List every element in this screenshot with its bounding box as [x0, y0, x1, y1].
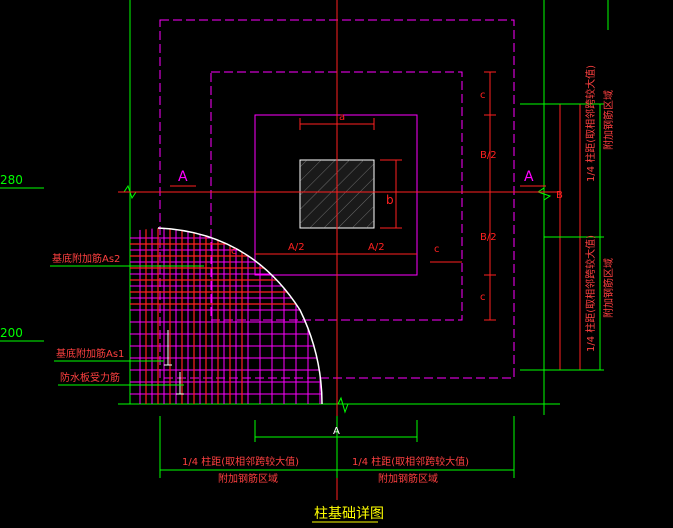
callout-as1: 基底附加筋As1: [56, 347, 124, 360]
elevation-label-lower: 200: [0, 326, 23, 340]
dim-label-half-b-bottom: B/2: [480, 232, 497, 243]
rebar-leader-marks: [164, 330, 184, 395]
dim-label-big-a: A: [333, 426, 340, 437]
drawing-caption: 柱基础详图: [314, 505, 384, 522]
bottom-dimension-chain: [159, 416, 515, 478]
dim-label-half-b-top: B/2: [480, 150, 497, 161]
section-marker-right: A: [524, 169, 534, 185]
dim-label-big-b: B: [556, 190, 563, 201]
break-symbol-bottom: [337, 396, 349, 414]
dim-label-c-bottom: c: [480, 292, 486, 303]
bottom-dim-right-line1: 1/4 柱距(取相邻跨较大值): [352, 455, 469, 468]
right-dim-lower-line1: 1/4 柱距(取相邻跨较大值): [584, 235, 597, 352]
dim-label-c-right: c: [434, 244, 440, 255]
right-dimension-chain: [520, 103, 604, 371]
dim-label-half-a-left: A/2: [288, 242, 305, 253]
section-marker-left: A: [178, 169, 188, 185]
bottom-dim-right-line2: 附加钢筋区域: [378, 472, 438, 485]
right-dim-upper-line1: 1/4 柱距(取相邻跨较大值): [584, 65, 597, 182]
callout-waterproof: 防水板受力筋: [60, 371, 120, 384]
pile-cap-outline: [254, 114, 418, 276]
callout-leaders: [50, 265, 204, 386]
break-symbol-right: [536, 187, 552, 201]
dim-label-c-left: c: [231, 246, 237, 257]
dim-label-c-top: c: [480, 90, 486, 101]
elevation-label-upper: 280: [0, 173, 23, 187]
dim-label-a: a: [339, 112, 345, 123]
right-dim-lower-line2: 附加钢筋区域: [602, 258, 615, 318]
right-dim-upper-line2: 附加钢筋区域: [602, 90, 615, 150]
quarter-arc-boundary: [157, 227, 323, 405]
callout-as2: 基底附加筋As2: [52, 252, 120, 265]
dim-label-half-a-right: A/2: [368, 242, 385, 253]
bottom-dim-left-line2: 附加钢筋区域: [218, 472, 278, 485]
bottom-dim-left-line1: 1/4 柱距(取相邻跨较大值): [182, 455, 299, 468]
dim-label-b: b: [386, 193, 394, 207]
